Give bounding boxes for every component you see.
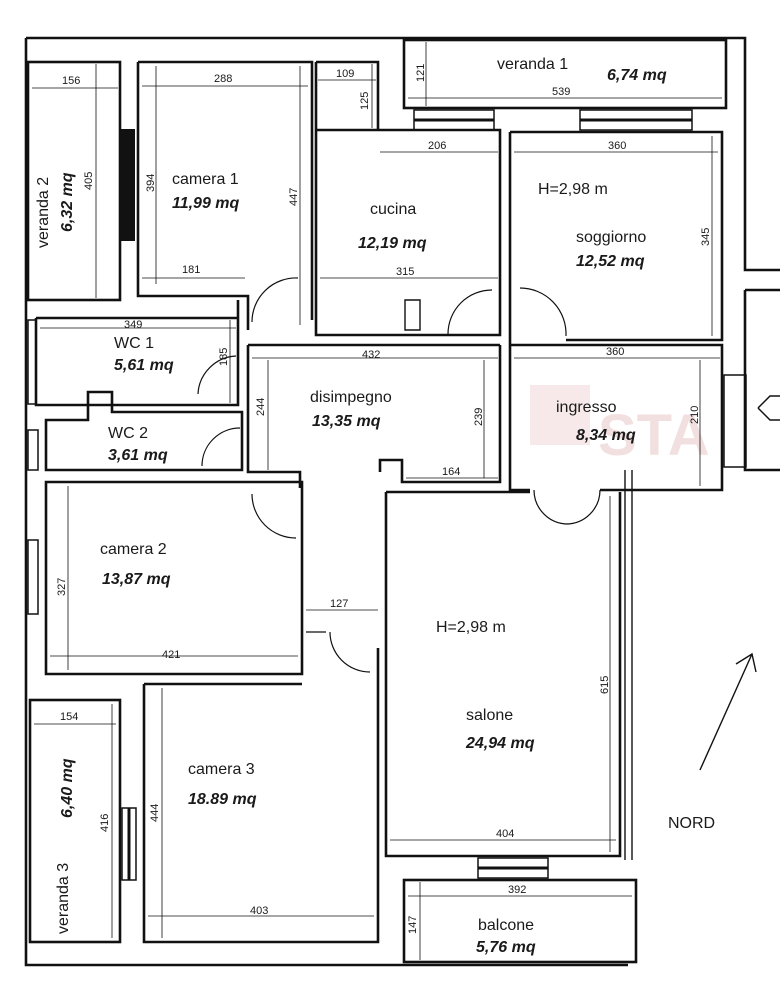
dim-veranda2-height: 405 bbox=[83, 172, 95, 190]
salone: 615 404 H=2,98 m salone 24,94 mq bbox=[384, 490, 622, 879]
dim-wc1-width: 349 bbox=[124, 319, 142, 331]
dim-camera3-width: 403 bbox=[250, 905, 268, 917]
dim-ingresso-width: 360 bbox=[606, 346, 624, 358]
salone-height: H=2,98 m bbox=[436, 619, 506, 636]
balcone-area: 5,76 mq bbox=[476, 939, 536, 956]
salone-name: salone bbox=[466, 707, 513, 724]
dim-cucina-b: 125 bbox=[359, 92, 371, 110]
dim-camera2-width: 421 bbox=[162, 649, 180, 661]
dim-cucina-width: 315 bbox=[396, 266, 414, 278]
veranda-3: 154 416 veranda 3 6,40 mq bbox=[28, 698, 137, 944]
camera-1: 288 394 447 181 camera 1 11,99 mq bbox=[136, 60, 314, 330]
watermark-text: STA bbox=[598, 403, 710, 468]
cucina-area: 12,19 mq bbox=[358, 235, 427, 252]
dim-soggiorno-width: 360 bbox=[608, 140, 626, 152]
veranda2-area: 6,32 mq bbox=[59, 172, 76, 232]
cucina: 109 125 206 315 cucina 12,19 mq bbox=[314, 60, 502, 337]
dim-disimpegno-height2: 239 bbox=[473, 408, 485, 426]
camera1-area: 11,99 mq bbox=[172, 195, 240, 212]
dim-balcone-width: 392 bbox=[508, 884, 526, 896]
dim-camera1-width: 288 bbox=[214, 73, 232, 85]
dim-veranda1-width: 539 bbox=[552, 86, 570, 98]
camera2-name: camera 2 bbox=[100, 541, 167, 558]
watermark-logo bbox=[530, 385, 590, 445]
balcone: 392 147 balcone 5,76 mq bbox=[402, 878, 638, 964]
disimpegno-area: 13,35 mq bbox=[312, 413, 381, 430]
dim-wc1-height: 185 bbox=[218, 348, 230, 366]
compass: NORD bbox=[668, 652, 757, 832]
dim-camera2-height: 327 bbox=[56, 578, 68, 596]
soggiorno-area: 12,52 mq bbox=[576, 253, 645, 270]
north-arrowhead-icon bbox=[735, 652, 757, 673]
veranda3-area: 6,40 mq bbox=[59, 758, 76, 818]
dim-soggiorno-height: 345 bbox=[700, 228, 712, 246]
camera-2: 327 421 127 camera 2 13,87 mq bbox=[27, 480, 378, 676]
dim-disimpegno-width: 432 bbox=[362, 349, 380, 361]
dim-camera1-height2: 447 bbox=[288, 188, 300, 206]
camera-3: 444 403 camera 3 18.89 mq bbox=[142, 648, 380, 944]
camera3-name: camera 3 bbox=[188, 761, 255, 778]
dim-veranda1-height: 121 bbox=[415, 64, 427, 82]
soggiorno-name: soggiorno bbox=[576, 229, 646, 246]
dim-veranda3-width: 154 bbox=[60, 711, 78, 723]
wc1-name: WC 1 bbox=[114, 335, 154, 352]
dim-disimpegno-height: 244 bbox=[255, 398, 267, 416]
wc-2: WC 2 3,61 mq bbox=[27, 390, 244, 472]
watermark: STA bbox=[530, 385, 710, 468]
dim-camera1-height: 394 bbox=[145, 174, 157, 192]
ingresso-name: ingresso bbox=[556, 399, 617, 416]
dim-balcone-height: 147 bbox=[407, 916, 419, 934]
veranda2-name: veranda 2 bbox=[35, 177, 52, 248]
north-arrow-icon bbox=[699, 653, 753, 771]
wc2-name: WC 2 bbox=[108, 425, 148, 442]
disimpegno-name: disimpegno bbox=[310, 389, 392, 406]
dim-salone-height: 615 bbox=[599, 676, 611, 694]
camera1-name: camera 1 bbox=[172, 171, 239, 188]
dim-ingresso-height: 210 bbox=[689, 406, 701, 424]
veranda-1: 121 539 veranda 1 6,74 mq bbox=[402, 38, 728, 131]
veranda1-area: 6,74 mq bbox=[607, 67, 667, 84]
camera3-area: 18.89 mq bbox=[188, 791, 257, 808]
wc-1: 349 185 WC 1 5,61 mq bbox=[27, 300, 240, 407]
dim-veranda3-height: 416 bbox=[99, 814, 111, 832]
ingresso: 360 210 ingresso 8,34 mq bbox=[508, 343, 780, 525]
veranda1-name: veranda 1 bbox=[497, 56, 568, 73]
dim-disimpegno-bottom: 164 bbox=[442, 466, 460, 478]
compass-label: NORD bbox=[668, 815, 715, 832]
disimpegno: 432 244 239 164 disimpegno 13,35 mq bbox=[246, 343, 502, 488]
veranda3-name: veranda 3 bbox=[55, 863, 72, 934]
dim-cucina-a: 109 bbox=[336, 68, 354, 80]
outer-walls bbox=[24, 36, 780, 967]
dim-camera2-passage: 127 bbox=[330, 598, 348, 610]
dim-salone-width: 404 bbox=[496, 828, 514, 840]
dim-camera1-bottom: 181 bbox=[182, 264, 200, 276]
soggiorno: 360 345 H=2,98 m soggiorno 12,52 mq bbox=[508, 130, 724, 345]
soggiorno-height: H=2,98 m bbox=[538, 181, 608, 198]
ingresso-area: 8,34 mq bbox=[576, 427, 636, 444]
salone-area: 24,94 mq bbox=[465, 735, 535, 752]
wc1-area: 5,61 mq bbox=[114, 357, 174, 374]
cucina-name: cucina bbox=[370, 201, 416, 218]
camera2-area: 13,87 mq bbox=[102, 571, 171, 588]
dim-camera3-height: 444 bbox=[149, 804, 161, 822]
veranda-2: 156 405 veranda 2 6,32 mq bbox=[26, 60, 135, 302]
wc2-area: 3,61 mq bbox=[108, 447, 168, 464]
balcone-name: balcone bbox=[478, 917, 534, 934]
dim-cucina-c: 206 bbox=[428, 140, 446, 152]
dim-veranda2-width: 156 bbox=[62, 75, 80, 87]
